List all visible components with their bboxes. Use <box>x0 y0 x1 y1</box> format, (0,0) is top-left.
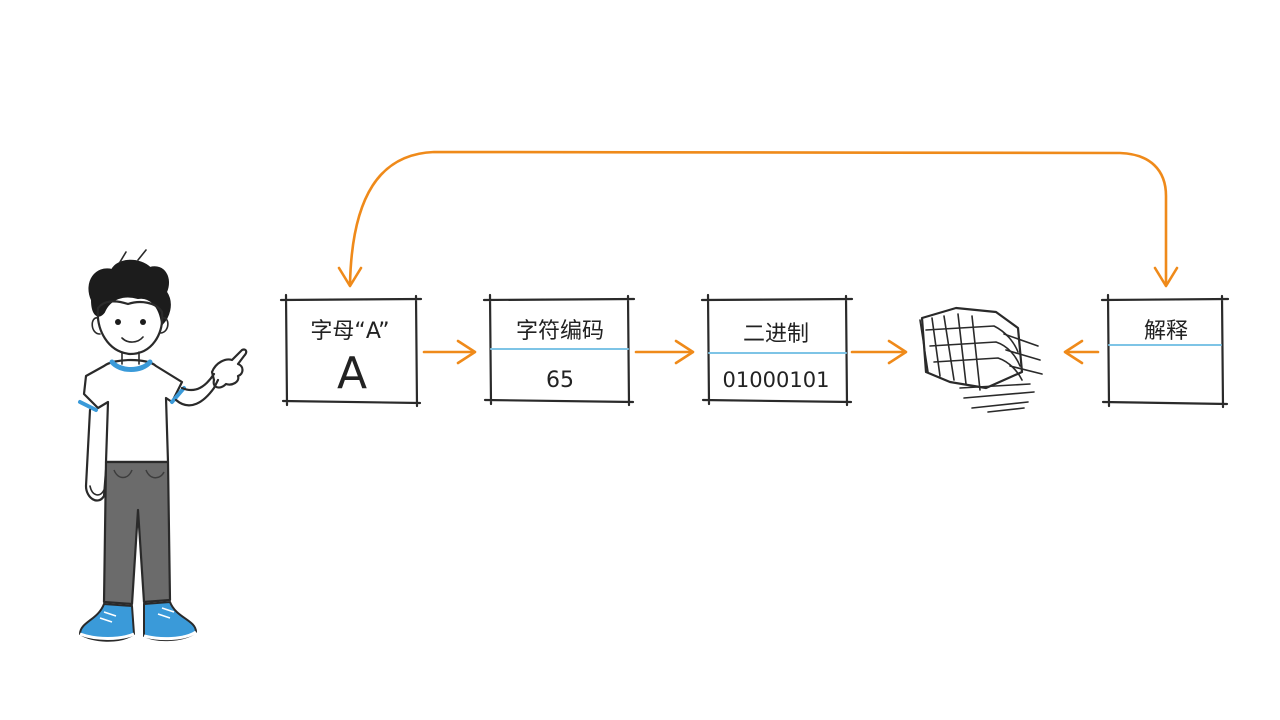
node-letter: 字母“A” A <box>279 293 423 408</box>
arrow-letter-to-charcode <box>422 339 477 365</box>
node-letter-title: 字母“A” <box>310 319 389 344</box>
node-charcode: 字符编码 65 <box>482 293 636 407</box>
node-binary-title: 二进制 <box>743 322 809 347</box>
arrow-charcode-to-binary <box>634 339 695 365</box>
arrow-interpret-to-storage <box>1063 339 1100 365</box>
node-letter-value: A <box>337 348 367 399</box>
node-charcode-value: 65 <box>546 368 574 393</box>
node-binary: 二进制 01000101 <box>700 293 854 407</box>
person-pointing-icon <box>78 249 248 642</box>
arrow-interpret-to-letter-curved <box>337 150 1179 288</box>
node-charcode-title: 字符编码 <box>516 319 604 344</box>
node-interpret: 解释 <box>1100 293 1230 409</box>
arrow-binary-to-storage <box>850 339 908 365</box>
node-interpret-title: 解释 <box>1144 319 1188 344</box>
paper-stack-icon <box>919 306 1043 413</box>
node-binary-value: 01000101 <box>723 368 830 392</box>
